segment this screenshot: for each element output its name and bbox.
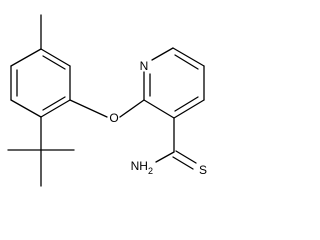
thioamide-double-bond — [172, 156, 194, 170]
ring-double-bond — [42, 55, 66, 70]
structure-canvas: N O NH2 S — [7, 14, 207, 187]
thioamide-double-bond — [175, 150, 197, 164]
oxygen-label: O — [109, 111, 118, 125]
ring-double-bond — [42, 96, 66, 111]
ring-bond — [40, 48, 71, 67]
ring-bond — [10, 48, 42, 67]
thioamide-group — [155, 117, 197, 170]
ether-bond — [69, 99, 108, 118]
amine-label-subscript: 2 — [148, 166, 153, 176]
thioamide-bond — [155, 151, 175, 163]
tert-butyl-group — [7, 116, 75, 187]
amine-label: NH2 — [131, 159, 153, 176]
ring-double-bond — [174, 96, 199, 112]
ether-linkage — [69, 99, 145, 118]
sulfur-label: S — [199, 163, 207, 177]
ring-bond — [143, 99, 175, 119]
ring-bond — [173, 99, 205, 119]
pyridine-ring — [143, 47, 205, 119]
ring-bond — [40, 99, 71, 118]
ring-bond — [10, 99, 42, 118]
molecule-structure: N O NH2 S — [7, 14, 207, 187]
ring-bond — [151, 47, 174, 61]
ether-bond — [119, 99, 145, 118]
ring-bond — [172, 47, 205, 67]
ring-double-bond — [174, 54, 199, 70]
amine-label-main: NH — [131, 159, 148, 173]
nitrogen-label: N — [140, 59, 149, 73]
benzene-ring — [10, 48, 71, 118]
